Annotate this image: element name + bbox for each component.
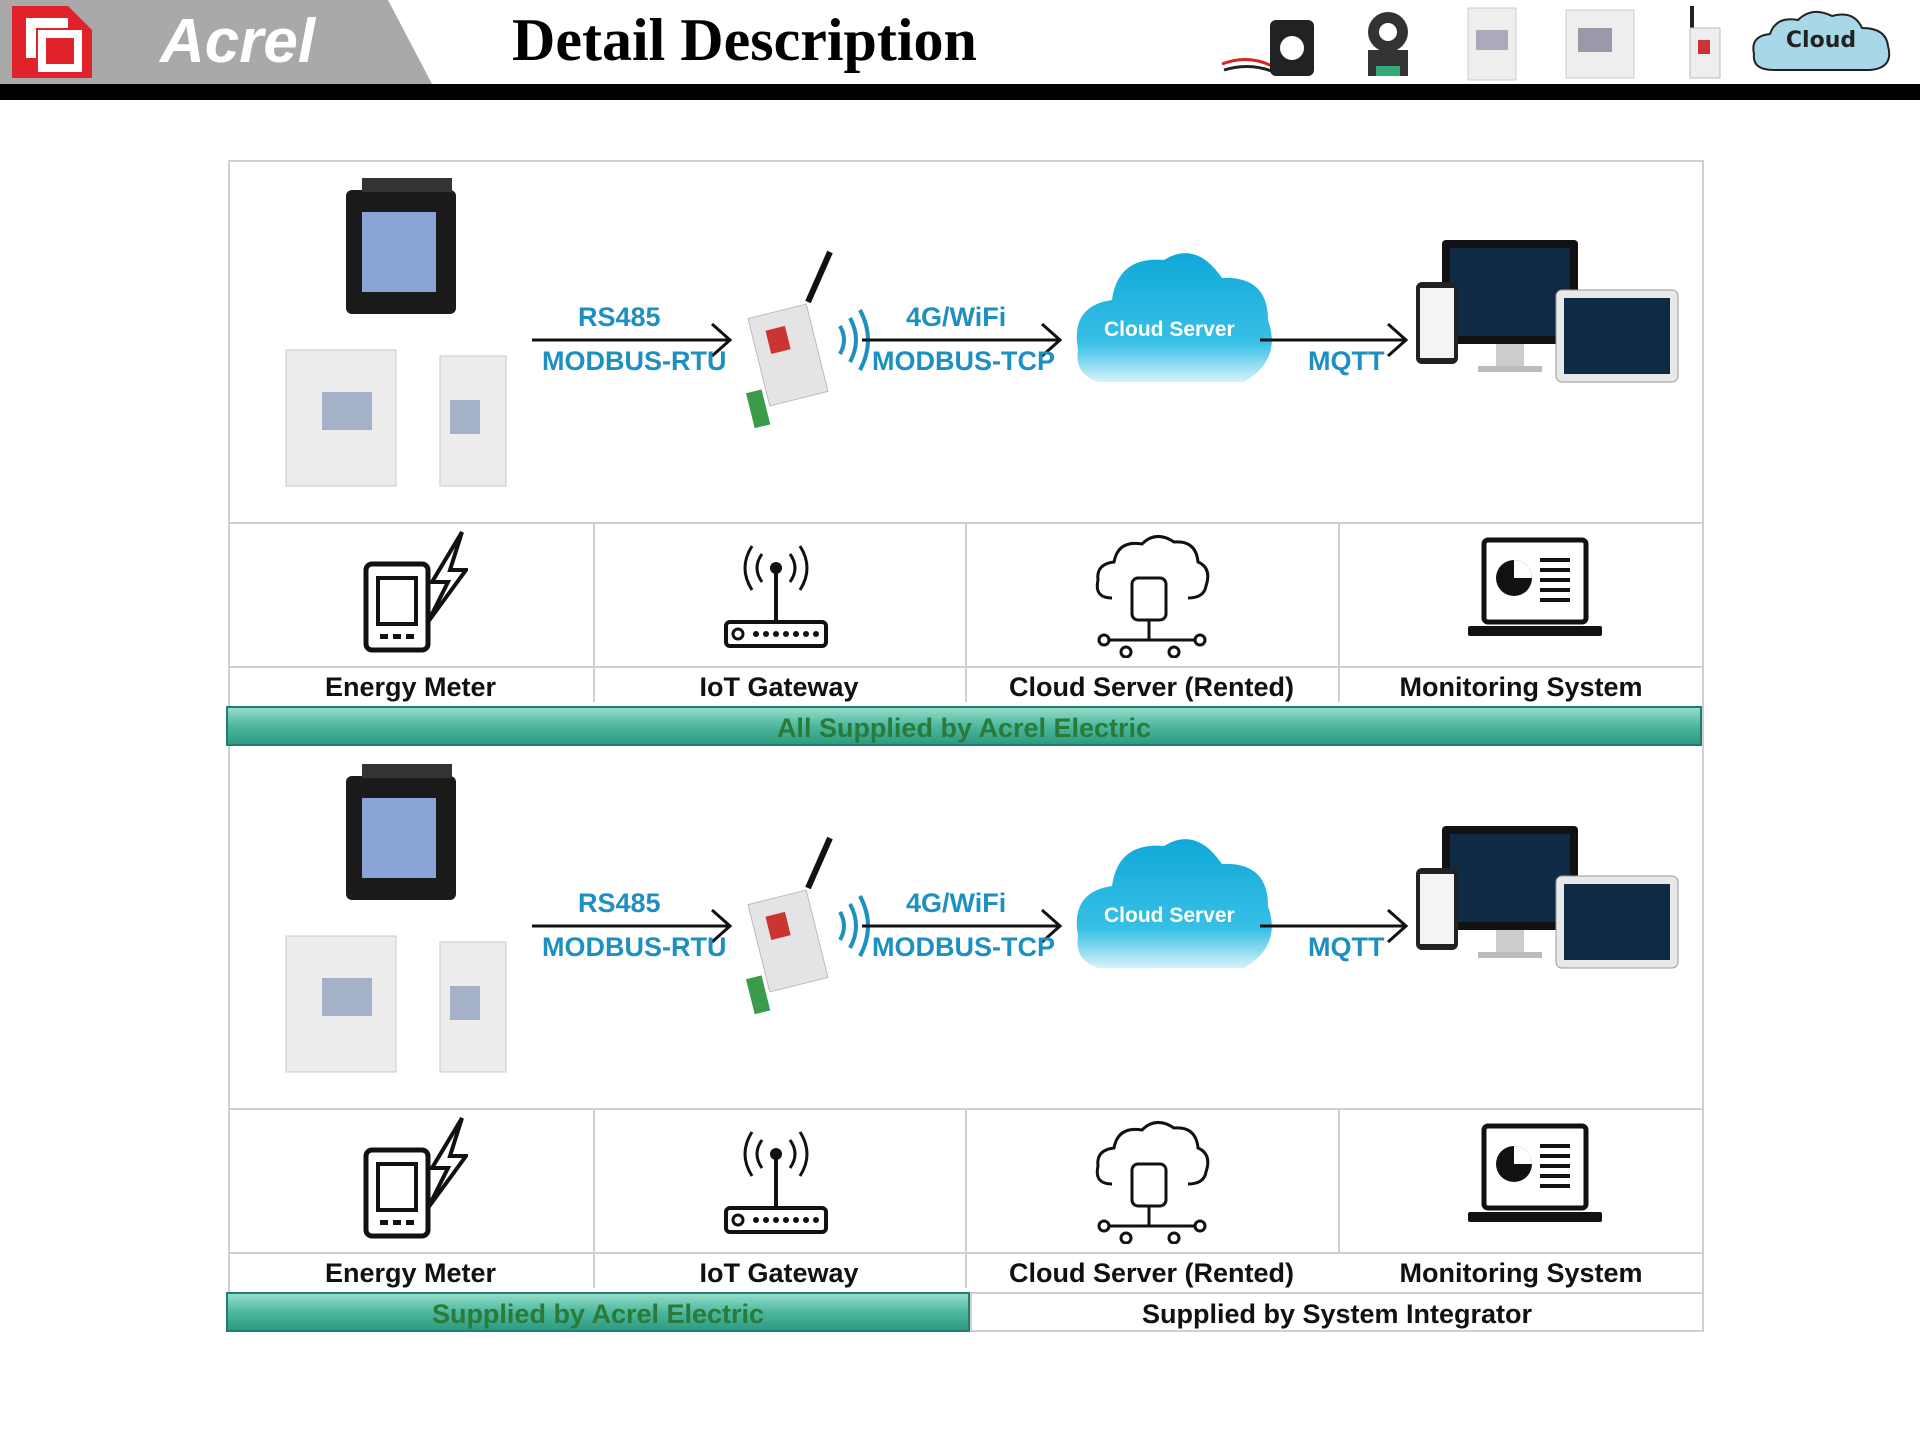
label-energy-meter: Energy Meter bbox=[324, 672, 497, 702]
label-monitoring-system: Monitoring System bbox=[1399, 1258, 1643, 1288]
label-modbus-rtu: MODBUS-RTU bbox=[542, 932, 727, 962]
architecture-row: RS485 MODBUS-RTU 4G/WiFi MODBUS-TCP Clou… bbox=[228, 160, 1704, 522]
divider bbox=[228, 1252, 1704, 1254]
supply-bar-integrator: Supplied by System Integrator bbox=[970, 1292, 1704, 1332]
page-title: Detail Description bbox=[512, 7, 977, 73]
gateway-device-icon bbox=[746, 836, 833, 1015]
label-cloud-server: Cloud Server bbox=[1104, 904, 1235, 927]
panel-meter-icon bbox=[346, 764, 456, 900]
divider bbox=[965, 1108, 967, 1288]
hall-sensor-icon bbox=[1368, 12, 1408, 76]
architecture-row: RS485 MODBUS-RTU 4G/WiFi MODBUS-TCP Clou… bbox=[228, 746, 1704, 1108]
divider bbox=[593, 1108, 595, 1288]
divider bbox=[965, 522, 967, 702]
label-rs485: RS485 bbox=[578, 302, 661, 332]
monitoring-devices-icon bbox=[1416, 826, 1679, 969]
label-monitoring-system: Monitoring System bbox=[1399, 672, 1643, 702]
label-energy-meter: Energy Meter bbox=[324, 1258, 497, 1288]
divider bbox=[228, 666, 1704, 668]
label-cloud-server: Cloud Server bbox=[1104, 318, 1235, 341]
din-meter-large-icon bbox=[1565, 9, 1635, 79]
din-meter-icon bbox=[285, 349, 397, 487]
din-meter-small-icon bbox=[1467, 7, 1517, 81]
label-mqtt: MQTT bbox=[1308, 932, 1385, 962]
label-modbus-rtu: MODBUS-RTU bbox=[542, 346, 727, 376]
label-cloud-server-rented: Cloud Server (Rented) bbox=[1008, 672, 1295, 702]
panel-all-acrel: RS485 MODBUS-RTU 4G/WiFi MODBUS-TCP Clou… bbox=[226, 160, 1704, 750]
cloud-icon bbox=[1752, 10, 1891, 71]
cloud-server-icon bbox=[1095, 535, 1210, 658]
energy-meter-icon bbox=[363, 530, 468, 653]
gateway-small-icon bbox=[1689, 6, 1721, 79]
panel-meter-icon bbox=[346, 178, 456, 314]
label-rs485: RS485 bbox=[578, 888, 661, 918]
din-meter-icon bbox=[285, 935, 397, 1073]
header-bar bbox=[0, 84, 1920, 100]
gateway-device-icon bbox=[746, 250, 833, 429]
label-iot-gateway: IoT Gateway bbox=[699, 1258, 859, 1288]
supply-bar-acrel: Supplied by Acrel Electric bbox=[226, 1292, 970, 1332]
divider bbox=[1338, 1108, 1340, 1254]
architecture-graphic bbox=[285, 178, 1679, 487]
label-iot-gateway: IoT Gateway bbox=[699, 672, 859, 702]
label-modbus-tcp: MODBUS-TCP bbox=[872, 346, 1055, 376]
monitoring-system-icon bbox=[1468, 537, 1602, 636]
acrel-logo-icon bbox=[12, 6, 92, 78]
din-meter-small-device-icon bbox=[439, 355, 507, 487]
monitoring-system-icon bbox=[1468, 1123, 1602, 1222]
din-meter-small-device-icon bbox=[439, 941, 507, 1073]
cloud-badge-label: Cloud bbox=[1785, 28, 1857, 53]
iot-gateway-icon bbox=[724, 1131, 828, 1234]
label-mqtt: MQTT bbox=[1308, 346, 1385, 376]
header: Acrel Detail Description Cloud bbox=[0, 0, 1920, 84]
cloud-server-shape bbox=[1076, 839, 1272, 968]
cloud-server-icon bbox=[1095, 1121, 1210, 1244]
supply-bar-all-acrel: All Supplied by Acrel Electric bbox=[226, 706, 1702, 746]
architecture-graphic bbox=[285, 764, 1679, 1073]
label-cloud-server-rented: Cloud Server (Rented) bbox=[1008, 1258, 1295, 1288]
divider bbox=[1338, 522, 1340, 702]
cloud-server-shape bbox=[1076, 253, 1272, 382]
label-wireless: 4G/WiFi bbox=[906, 302, 1007, 332]
label-wireless: 4G/WiFi bbox=[906, 888, 1007, 918]
brand-name: Acrel bbox=[160, 7, 316, 76]
divider bbox=[593, 522, 595, 702]
cloud-badge: Cloud bbox=[1746, 6, 1896, 84]
label-modbus-tcp: MODBUS-TCP bbox=[872, 932, 1055, 962]
energy-meter-icon bbox=[363, 1116, 468, 1239]
iot-gateway-icon bbox=[724, 545, 828, 648]
panel-split-supply: RS485 MODBUS-RTU 4G/WiFi MODBUS-TCP Clou… bbox=[226, 746, 1704, 1336]
monitoring-devices-icon bbox=[1416, 240, 1679, 383]
current-transformer-icon bbox=[1221, 20, 1314, 76]
